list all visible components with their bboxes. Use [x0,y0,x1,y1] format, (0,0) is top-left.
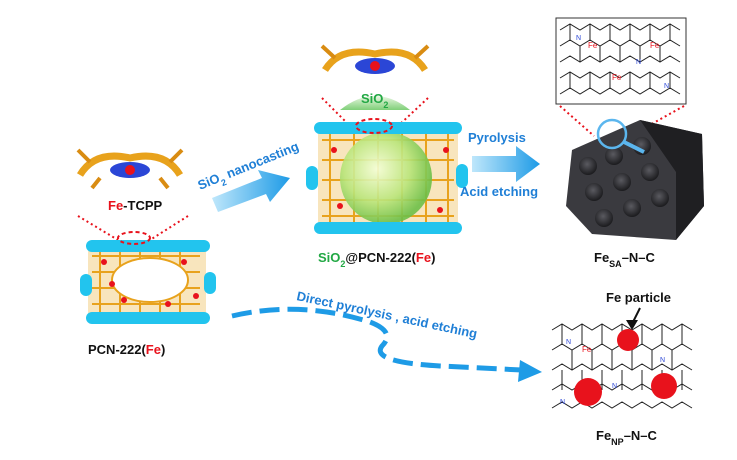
fesa-lattice: Fe Fe Fe N N N [555,17,687,105]
svg-text:Fe: Fe [612,73,622,82]
zoom-line-right [149,215,189,241]
pyrolysis-label: Pyrolysis [468,130,526,145]
svg-text:N: N [612,383,617,390]
direct-route-arrowhead [518,360,542,382]
zoom-line-mid-right [397,97,429,127]
zoom-line-mid-left [321,97,351,127]
fe-particle-pointer-head [626,320,638,330]
sio2-pcn222-composite [306,118,468,234]
zoom-line-fesa-left [559,105,595,137]
fe-nanoparticle [617,329,639,351]
sio2-cap [340,96,410,110]
fe-nanoparticle [651,373,677,399]
svg-text:Fe: Fe [588,41,598,50]
fenp-lattice: Fe N N N N [551,323,693,409]
zoom-line-left [77,215,119,241]
pcn222-label: PCN-222(Fe) [88,342,165,357]
nanocasting-arrow [212,170,290,212]
svg-text:N: N [664,83,669,90]
direct-route-arrow [231,306,523,373]
sio2-top-label: SiO2 [361,91,388,110]
svg-text:N: N [576,35,581,42]
fesa-label: FeSA–N–C [594,250,656,269]
acid-etching-label: Acid etching [460,184,538,199]
fe-tcpp-label: Fe-TCPP [108,198,163,213]
fe-tcpp-molecule-top [320,44,430,74]
direct-route-label: Direct pyrolysis , acid etching [295,288,478,341]
fe-particle-label: Fe particle [606,290,671,305]
fe-nanoparticle [574,378,602,406]
fenp-label: FeNP–N–C [596,428,658,447]
fe-tcpp-molecule [76,148,184,190]
svg-text:N: N [660,357,665,364]
svg-text:N: N [566,339,571,346]
svg-text:N: N [636,59,641,66]
pyrolysis-arrow [472,146,540,182]
composite-label: SiO2@PCN-222(Fe) [318,250,435,269]
pcn222-framework [80,231,216,324]
svg-text:Fe: Fe [650,41,660,50]
svg-text:N: N [560,399,565,406]
fesa-carbon-block [566,118,704,240]
svg-text:Fe: Fe [582,345,592,354]
